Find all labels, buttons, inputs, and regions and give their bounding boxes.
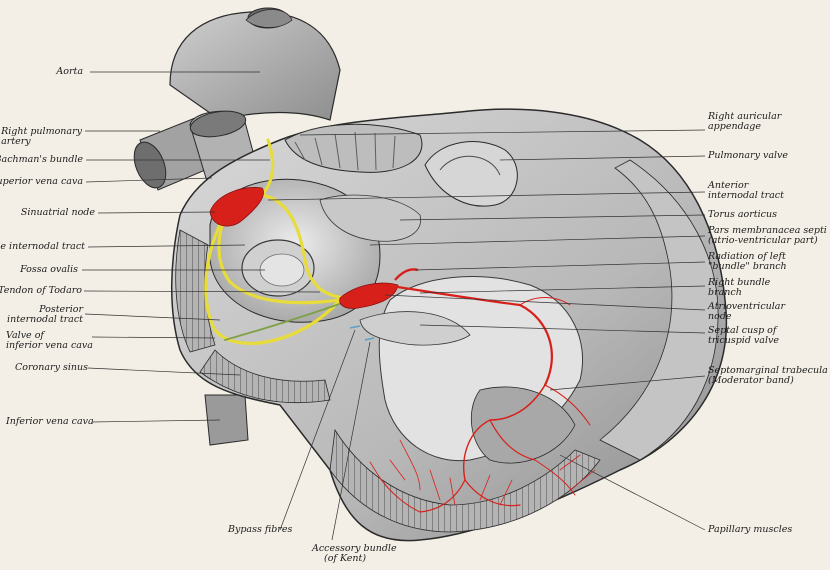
papillary-muscle-block: [470, 386, 576, 464]
label-fossa-ovalis: Fossa ovalis: [20, 264, 78, 275]
label-pulmonary-valve: Pulmonary valve: [708, 150, 789, 161]
label-tendon-of-todaro: Tendon of Todaro: [0, 285, 82, 296]
coronary-sinus-wall: [199, 349, 331, 404]
label-septomarginal-trabecula: Septomarginal trabecula(Moderator band): [708, 365, 828, 386]
superior-vena-cava-opening: [189, 110, 247, 138]
internodal-tracts: [204, 138, 362, 345]
label-middle-internodal-tract: Middle internodal tract: [0, 241, 85, 252]
label-papillary-muscles: Papillary muscles: [708, 524, 793, 535]
auricular-appendage-shape: [284, 123, 423, 173]
posterior-tract-green: [224, 301, 346, 341]
leader-lines: [82, 71, 706, 541]
pulmonary-valve-shape: [424, 141, 518, 207]
torus-aorticus-shape: [319, 194, 421, 242]
septal-cusp-shape: [359, 311, 471, 346]
label-bachmanns-bundle: Bachman's bundle: [0, 154, 83, 165]
right-bundle-network: [369, 285, 596, 513]
label-inferior-vena-cava: Inferior vena cava: [6, 416, 94, 427]
aorta-top-vessel: [245, 9, 293, 28]
label-accessory-bundle: Accessory bundle(of Kent): [312, 543, 397, 564]
label-radiation-left-bundle: Radiation of left"bundle" branch: [708, 251, 787, 272]
sinuatrial-node-shape: [209, 187, 264, 227]
label-superior-vena-cava: Superior vena cava: [0, 176, 83, 187]
av-node-shape: [339, 282, 399, 309]
aorta-shape: [169, 11, 341, 121]
bypass-fibres-marks: [349, 325, 375, 341]
label-bypass-fibres: Bypass fibres: [228, 524, 293, 535]
label-torus-aorticus: Torus aorticus: [708, 209, 777, 220]
label-sinuatrial-node: Sinuatrial node: [20, 207, 95, 218]
ventricle-outer-wall: [599, 159, 719, 461]
label-pars-membranacea: Pars membranacea septi(atrio-ventricular…: [708, 225, 827, 246]
label-coronary-sinus: Coronary sinus: [15, 362, 88, 373]
inferior-vena-cava-shape: [204, 394, 249, 446]
trabeculae-region: [329, 428, 601, 533]
label-aorta: Aorta: [56, 66, 83, 77]
